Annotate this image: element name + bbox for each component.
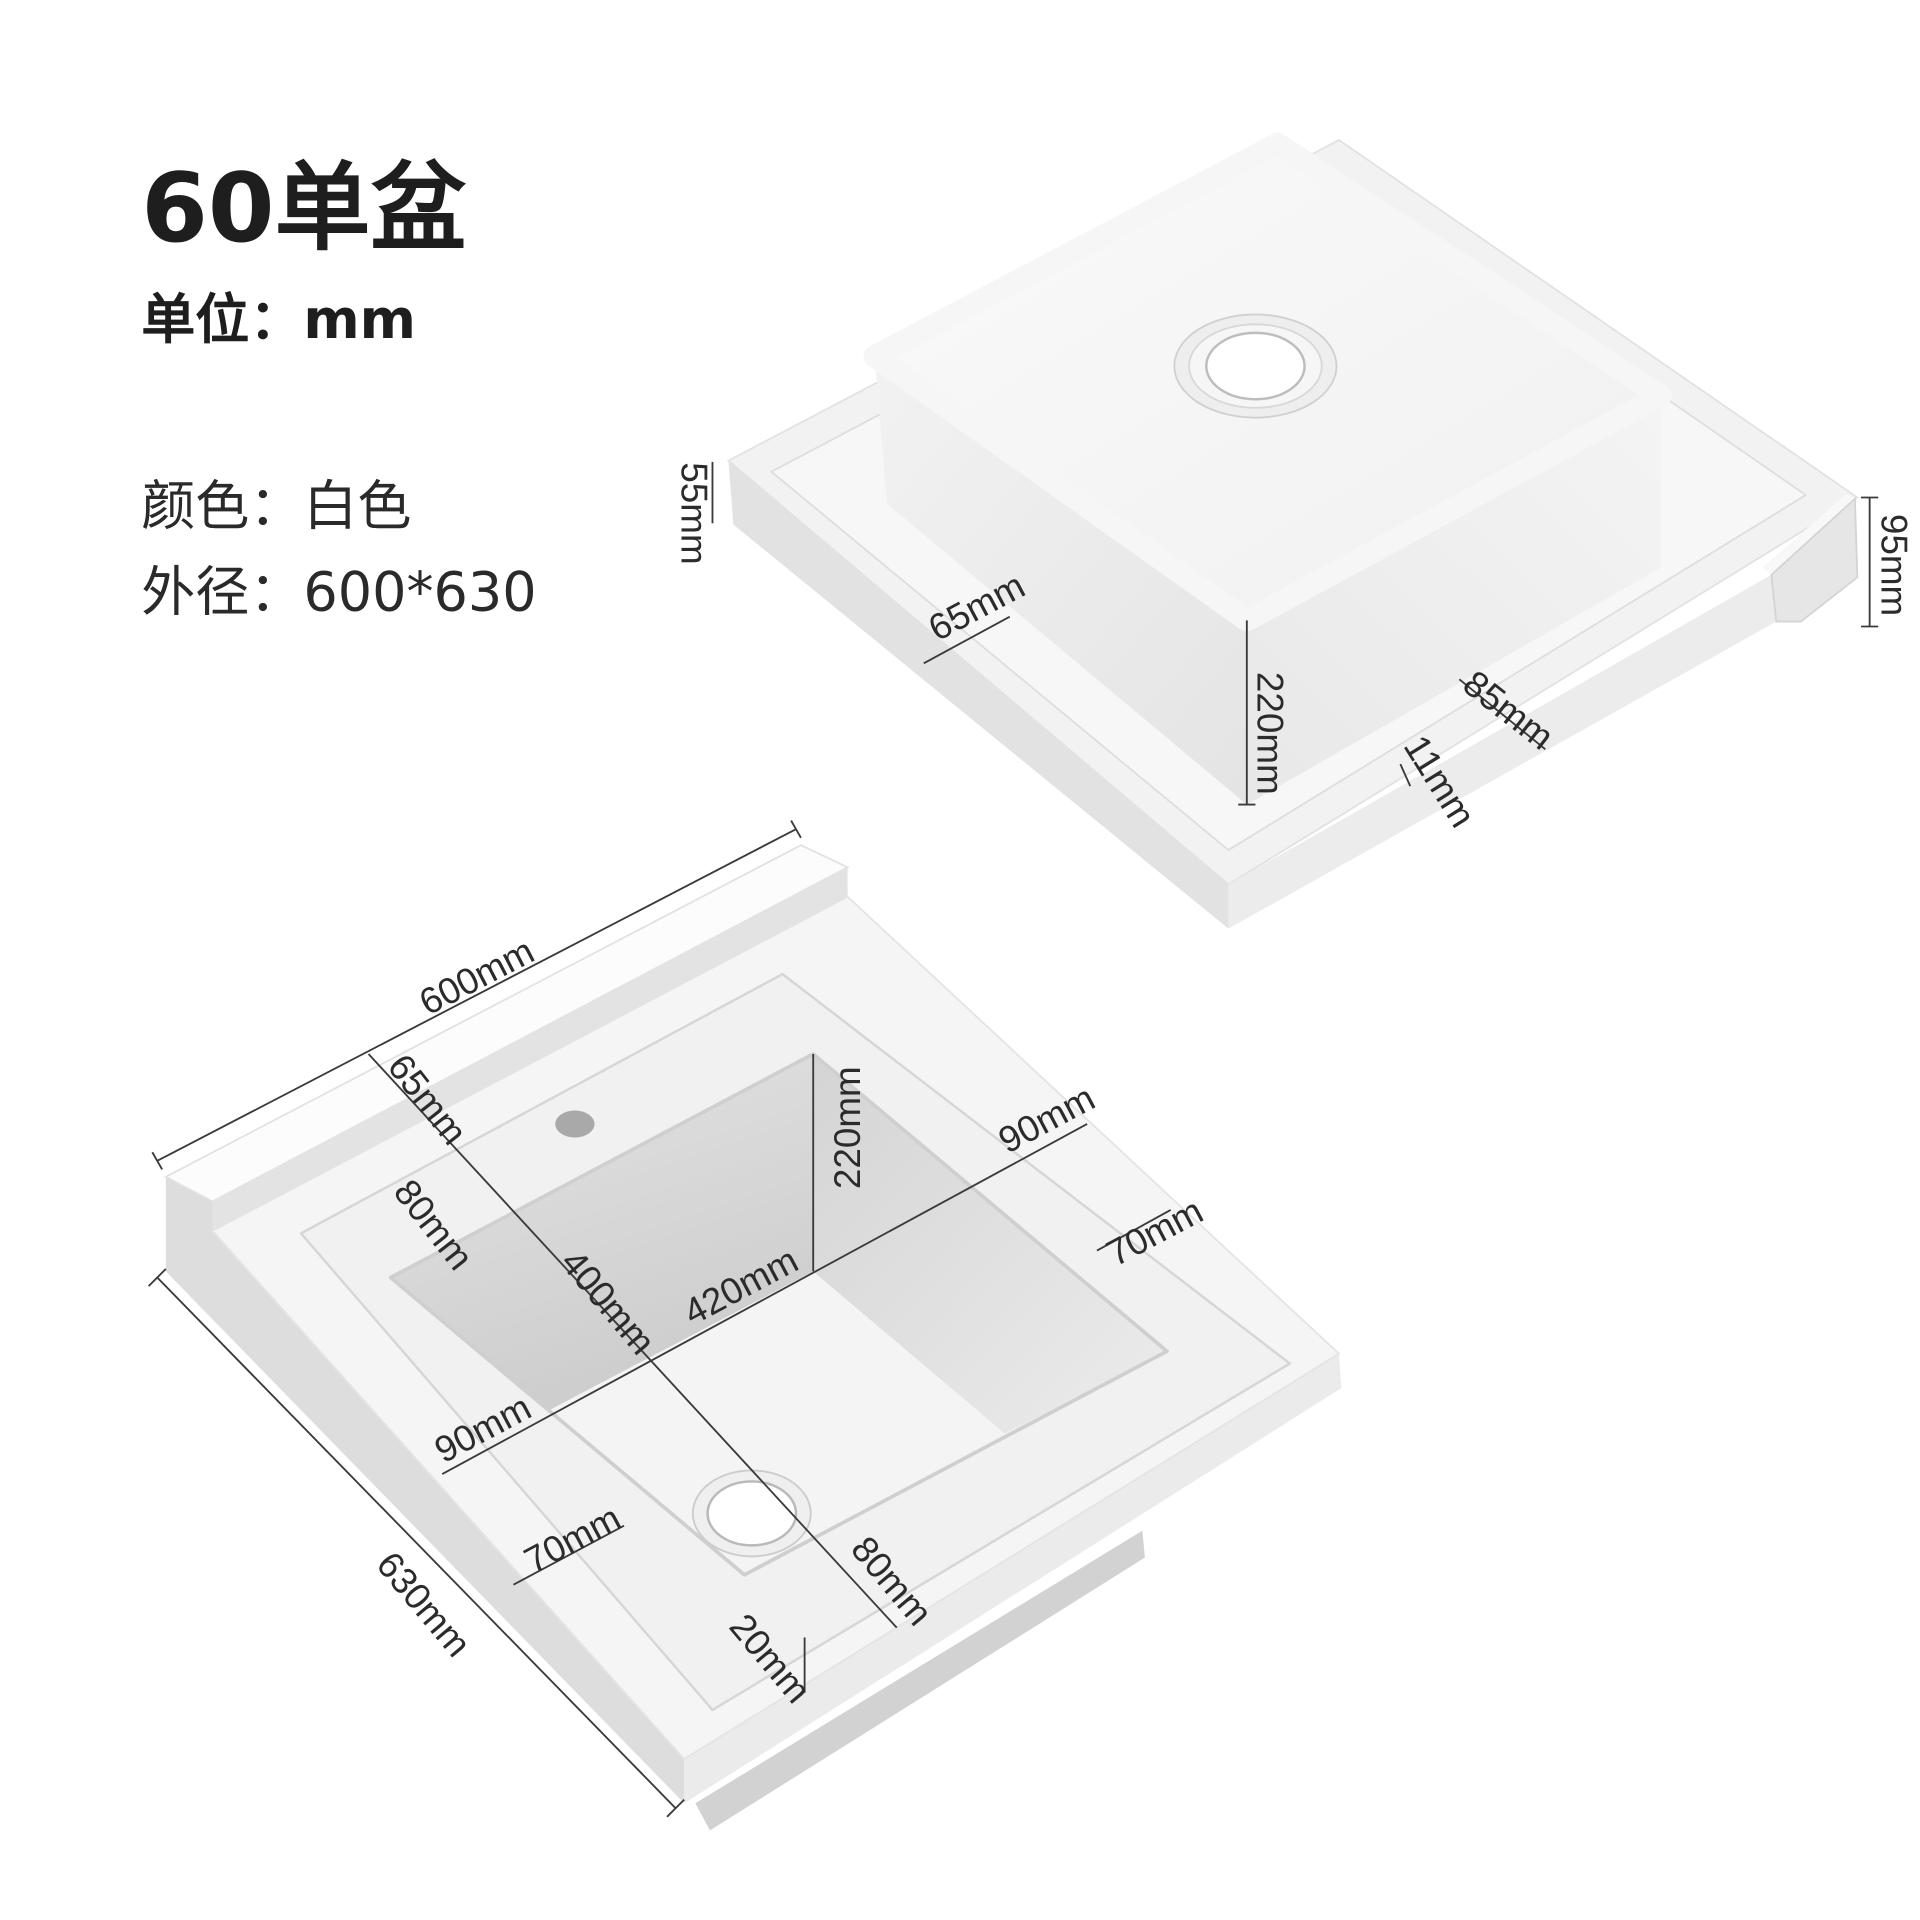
- unit-label: 单位：mm: [141, 288, 416, 351]
- faucet-hole: [555, 1110, 595, 1138]
- dim-line-lip: [1399, 763, 1412, 787]
- bowl-right-face: [1246, 395, 1661, 805]
- dim-label-backsplash: 95mm: [1874, 514, 1915, 616]
- page-title: 60单盆: [141, 152, 466, 264]
- bowl-rim: [388, 1052, 1169, 1577]
- dim-line-depth-chain: [367, 1053, 898, 1629]
- dim-tick: [147, 1268, 167, 1287]
- bowl-wall-back: [390, 1053, 814, 1411]
- slab-left-face: [165, 1176, 685, 1804]
- dim-line-front-margin: [1458, 678, 1546, 751]
- bowl-left-face: [874, 356, 1247, 805]
- backsplash-face: [1770, 496, 1859, 623]
- outer-size-spec: 外径：600*630: [141, 561, 536, 624]
- top-view: 600mm 65mm 80mm 220mm 90mm 70mm 400mm 42…: [147, 820, 1342, 1831]
- dim-line-drain-strip: [513, 1524, 625, 1586]
- dim-tick: [666, 1798, 685, 1818]
- dim-label-bowl-depth: 220mm: [827, 1066, 868, 1189]
- dim-line-width-chain: [441, 1123, 1088, 1475]
- underside-view: 55mm 95mm 65mm 220mm 85mm 11mm: [674, 132, 1915, 929]
- tray-left-face: [728, 460, 1229, 929]
- dim-line-width: [156, 828, 797, 1162]
- dim-label-tray-edge: 55mm: [674, 462, 715, 564]
- slab-front-face: [684, 1353, 1342, 1804]
- bowl-underside: [695, 1530, 1145, 1831]
- drain-hole: [1205, 331, 1306, 401]
- dim-tick: [151, 1151, 163, 1170]
- drain-hole: [706, 1480, 798, 1547]
- bowl-wall-right: [813, 1053, 1167, 1434]
- backsplash-rail-face: [212, 867, 848, 1231]
- dim-line-length: [156, 1276, 677, 1809]
- dim-line-left-margin: [923, 615, 1011, 665]
- backsplash-top: [1762, 493, 1855, 575]
- dim-label-bowl-depth: 220mm: [1250, 672, 1291, 795]
- tray-right-face: [1228, 574, 1777, 929]
- color-spec: 颜色：白色: [141, 475, 411, 538]
- dim-tick: [790, 820, 802, 839]
- bowl-floor: [549, 1271, 1005, 1575]
- dim-line-side-strip: [1096, 1209, 1172, 1252]
